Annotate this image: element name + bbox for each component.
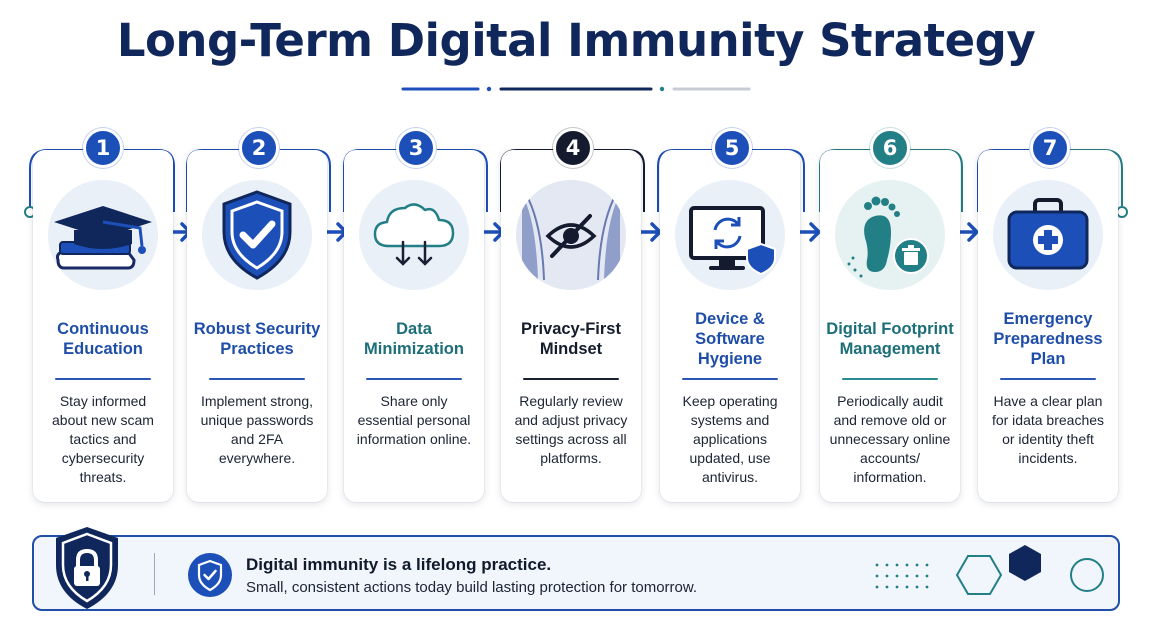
step-card-digital-footprint-management: Digital Footprint Management Periodicall… <box>820 150 960 502</box>
step-badge-1: 1 <box>83 128 123 168</box>
summary-title: Digital immunity is a lifelong practice. <box>246 555 552 574</box>
step-heading: Robust Security Practices <box>193 320 321 358</box>
step-divider <box>209 378 305 380</box>
cloud-download-icon <box>373 203 455 266</box>
step-card-continuous-education: Continuous Education Stay informed about… <box>33 150 173 502</box>
step-badge-2: 2 <box>239 128 279 168</box>
vertical-separator <box>154 553 155 595</box>
step-badge-7: 7 <box>1030 128 1070 168</box>
shield-check-icon <box>222 190 292 280</box>
step-heading: Continuous Education <box>57 320 149 358</box>
step-heading: Data Minimization <box>364 320 464 358</box>
shield-check-circle-icon <box>188 553 232 597</box>
step-card-emergency-preparedness-plan: Emergency Preparedness Plan Have a clear… <box>978 150 1118 502</box>
icon-circle <box>835 180 945 290</box>
page-title: Long-Term Digital Immunity Strategy <box>116 14 1036 67</box>
step-divider <box>682 378 778 380</box>
step-description: Implement strong, unique passwords and 2… <box>200 393 314 466</box>
step-description: Regularly review and adjust privacy sett… <box>514 393 628 466</box>
step-badge-3: 3 <box>396 128 436 168</box>
step-description: Share only essential personal informatio… <box>356 393 472 447</box>
summary-panel: Digital immunity is a lifelong practice.… <box>32 527 1120 611</box>
step-divider <box>366 378 462 380</box>
monitor-refresh-icon <box>689 206 776 276</box>
first-aid-kit-icon <box>1007 198 1089 270</box>
step-badge-6: 6 <box>870 128 910 168</box>
icon-circle <box>675 180 785 290</box>
step-divider <box>842 378 938 380</box>
summary-subtitle: Small, consistent actions today build la… <box>246 579 698 596</box>
step-description: Keep operating systems and applications … <box>682 393 778 485</box>
step-description: Stay informed about new scam tactics and… <box>52 393 154 485</box>
step-description: Periodically audit and remove old or unn… <box>829 393 951 485</box>
step-divider <box>523 378 619 380</box>
title-underline <box>401 86 751 92</box>
step-description: Have a clear plan for idata breaches or … <box>991 393 1105 466</box>
eye-slash-icon <box>522 193 620 281</box>
step-divider <box>1000 378 1096 380</box>
icon-circle <box>359 180 469 290</box>
step-card-device-software-hygiene: Device & Software Hygiene Keep operating… <box>660 150 800 502</box>
step-card-privacy-first-mindset: Privacy-First Mindset Regularly review a… <box>501 150 641 502</box>
step-heading: Privacy-First Mindset <box>521 320 621 358</box>
step-heading: Device & Software Hygiene <box>695 310 765 368</box>
step-card-data-minimization: Data Minimization Share only essential p… <box>344 150 484 502</box>
step-heading: Emergency Preparedness Plan <box>993 310 1103 368</box>
icon-circle <box>516 180 626 290</box>
step-heading: Digital Footprint Management <box>826 320 954 358</box>
graduation-cap-icon <box>54 206 152 270</box>
lock-shield-icon <box>56 527 118 609</box>
step-divider <box>55 378 151 380</box>
decorative-shapes <box>875 545 1104 595</box>
icon-circle <box>48 180 158 290</box>
footprint-trash-icon <box>847 196 929 278</box>
step-badge-4: 4 <box>553 128 593 168</box>
step-card-robust-security-practices: Robust Security Practices Implement stro… <box>187 150 327 502</box>
step-badge-5: 5 <box>712 128 752 168</box>
icon-circle <box>202 180 312 290</box>
icon-circle <box>993 180 1103 290</box>
